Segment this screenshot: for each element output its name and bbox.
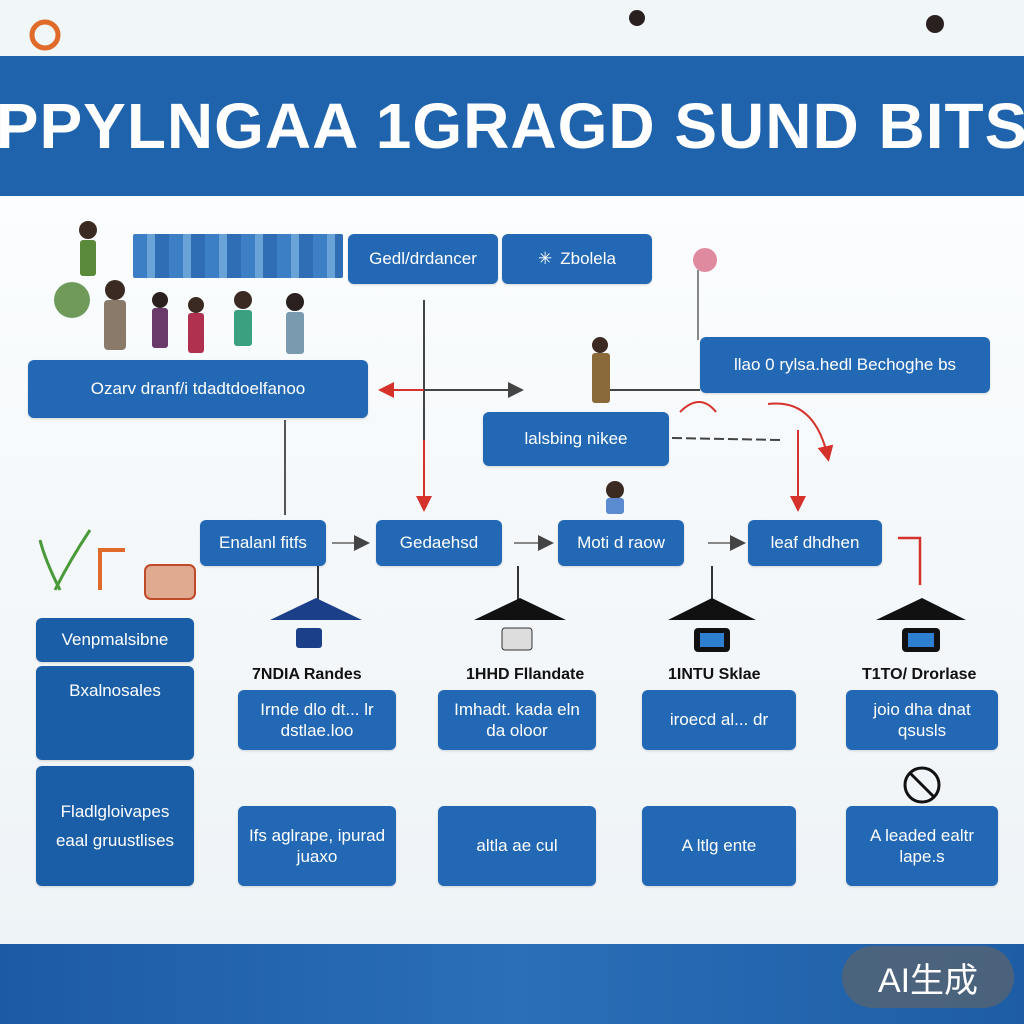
node-mid-3-label: Moti d raow: [577, 533, 665, 553]
node-upper-right[interactable]: llao 0 rylsa.hedl Bechoghe bs: [700, 337, 990, 393]
column-1-bottom-text: Ifs aglrape, ipurad juaxo: [248, 825, 386, 866]
column-1-bottom[interactable]: Ifs aglrape, ipurad juaxo: [238, 806, 396, 886]
node-upper-left-label: Ozarv dranf/i tdadtdoelfanoo: [90, 379, 306, 399]
ai-generated-badge: AI生成: [842, 946, 1014, 1008]
column-3-desc-text: iroecd al... dr: [669, 710, 769, 730]
node-mid-2-label: Gedaehsd: [399, 533, 479, 553]
people-illustration: [29, 10, 944, 514]
column-2-bottom-text: altla ae cul: [476, 836, 558, 856]
node-mid-2[interactable]: Gedaehsd: [376, 520, 502, 566]
node-mid-1-label: Enalanl fitfs: [219, 533, 307, 553]
sidebar-item-1[interactable]: Venpmalsibne: [36, 618, 194, 662]
column-4-bottom-text: A leaded ealtr lape.s: [870, 825, 974, 866]
page-title: PPYLNGAA 1GRAGD SUND BITS: [0, 90, 1024, 162]
node-upper-right-label: llao 0 rylsa.hedl Bechoghe bs: [733, 355, 957, 375]
node-box-a[interactable]: Gedl/drdancer: [348, 234, 498, 284]
node-box-b[interactable]: ✳ Zbolela: [502, 234, 652, 284]
node-mid-1[interactable]: Enalanl fitfs: [200, 520, 326, 566]
column-4-desc-text: joio dha dnat qsusls: [873, 699, 971, 740]
column-4-label: T1TO/ Drorlase: [862, 666, 977, 683]
sidebar-item-2[interactable]: Bxalnosales: [36, 666, 194, 760]
column-4-bottom[interactable]: A leaded ealtr lape.s: [846, 806, 998, 886]
column-3-label: 1INTU Sklae: [668, 666, 761, 683]
column-3-desc[interactable]: iroecd al... dr: [642, 690, 796, 750]
node-center-label: lalsbing nikee: [524, 429, 628, 449]
column-1-label: 7NDIA Randes: [252, 666, 362, 683]
title-banner: PPYLNGAA 1GRAGD SUND BITS: [0, 56, 1024, 196]
node-upper-left[interactable]: Ozarv dranf/i tdadtdoelfanoo: [28, 360, 368, 418]
sidebar-item-1-label: Venpmalsibne: [61, 630, 169, 650]
sidebar-item-3[interactable]: Fladlgloivapes eaal gruustlises: [36, 766, 194, 886]
gear-icon: ✳: [537, 249, 553, 269]
node-mid-4[interactable]: leaf dhdhen: [748, 520, 882, 566]
top-illustration-strip: [0, 0, 1024, 56]
column-3-bottom[interactable]: A ltlg ente: [642, 806, 796, 886]
sidebar-item-3-line2: eaal gruustlises: [55, 831, 175, 850]
column-1-desc-text: Irnde dlo dt... lr dstlae.loo: [260, 699, 374, 740]
column-2-desc-text: Imhadt. kada eln da oloor: [454, 699, 580, 740]
column-3-bottom-text: A ltlg ente: [681, 836, 757, 856]
image-strip: [133, 234, 343, 278]
node-center[interactable]: lalsbing nikee: [483, 412, 669, 466]
node-box-a-label: Gedl/drdancer: [369, 249, 477, 269]
node-box-b-label: Zbolela: [560, 249, 616, 269]
node-mid-4-label: leaf dhdhen: [770, 533, 860, 553]
column-2-bottom[interactable]: altla ae cul: [438, 806, 596, 886]
column-2-label: 1HHD Fllandate: [466, 666, 585, 683]
node-mid-3[interactable]: Moti d raow: [558, 520, 684, 566]
sidebar-item-3-line1: Fladlgloivapes: [60, 801, 170, 821]
column-4-desc[interactable]: joio dha dnat qsusls: [846, 690, 998, 750]
sidebar-item-2-label: Bxalnosales: [69, 681, 161, 700]
column-2-desc[interactable]: Imhadt. kada eln da oloor: [438, 690, 596, 750]
column-1-desc[interactable]: Irnde dlo dt... lr dstlae.loo: [238, 690, 396, 750]
